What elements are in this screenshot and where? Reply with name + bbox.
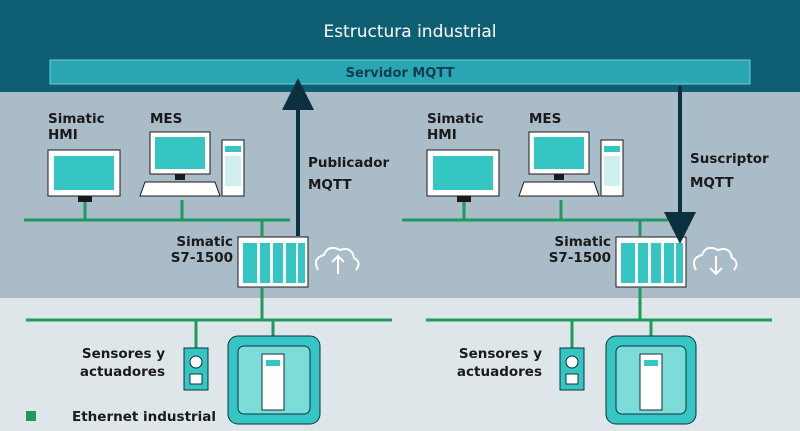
left-drive-icon (227, 335, 321, 425)
left-plc-icon (237, 236, 309, 288)
mqtt-server-bar (49, 59, 751, 85)
mqtt-server-label: Servidor MQTT (346, 66, 455, 81)
right-drive-icon (605, 335, 697, 425)
left-mes-computer-icon (139, 131, 245, 197)
left-cloud-upload-icon (315, 246, 360, 274)
left-hmi-monitor-icon (47, 149, 121, 202)
diagram-title: Estructura industrial (323, 22, 496, 42)
left-sensor-icon (183, 347, 209, 391)
right-plc-icon (615, 236, 687, 288)
right-hmi-monitor-icon (426, 149, 500, 202)
legend-ethernet-swatch (26, 411, 36, 421)
left-mes-label: MES (150, 111, 182, 127)
right-sensor-icon (559, 347, 585, 391)
right-mes-label: MES (529, 111, 561, 127)
right-cloud-download-icon (693, 246, 738, 276)
right-mes-computer-icon (518, 131, 624, 197)
legend-ethernet-label: Ethernet industrial (72, 409, 216, 425)
